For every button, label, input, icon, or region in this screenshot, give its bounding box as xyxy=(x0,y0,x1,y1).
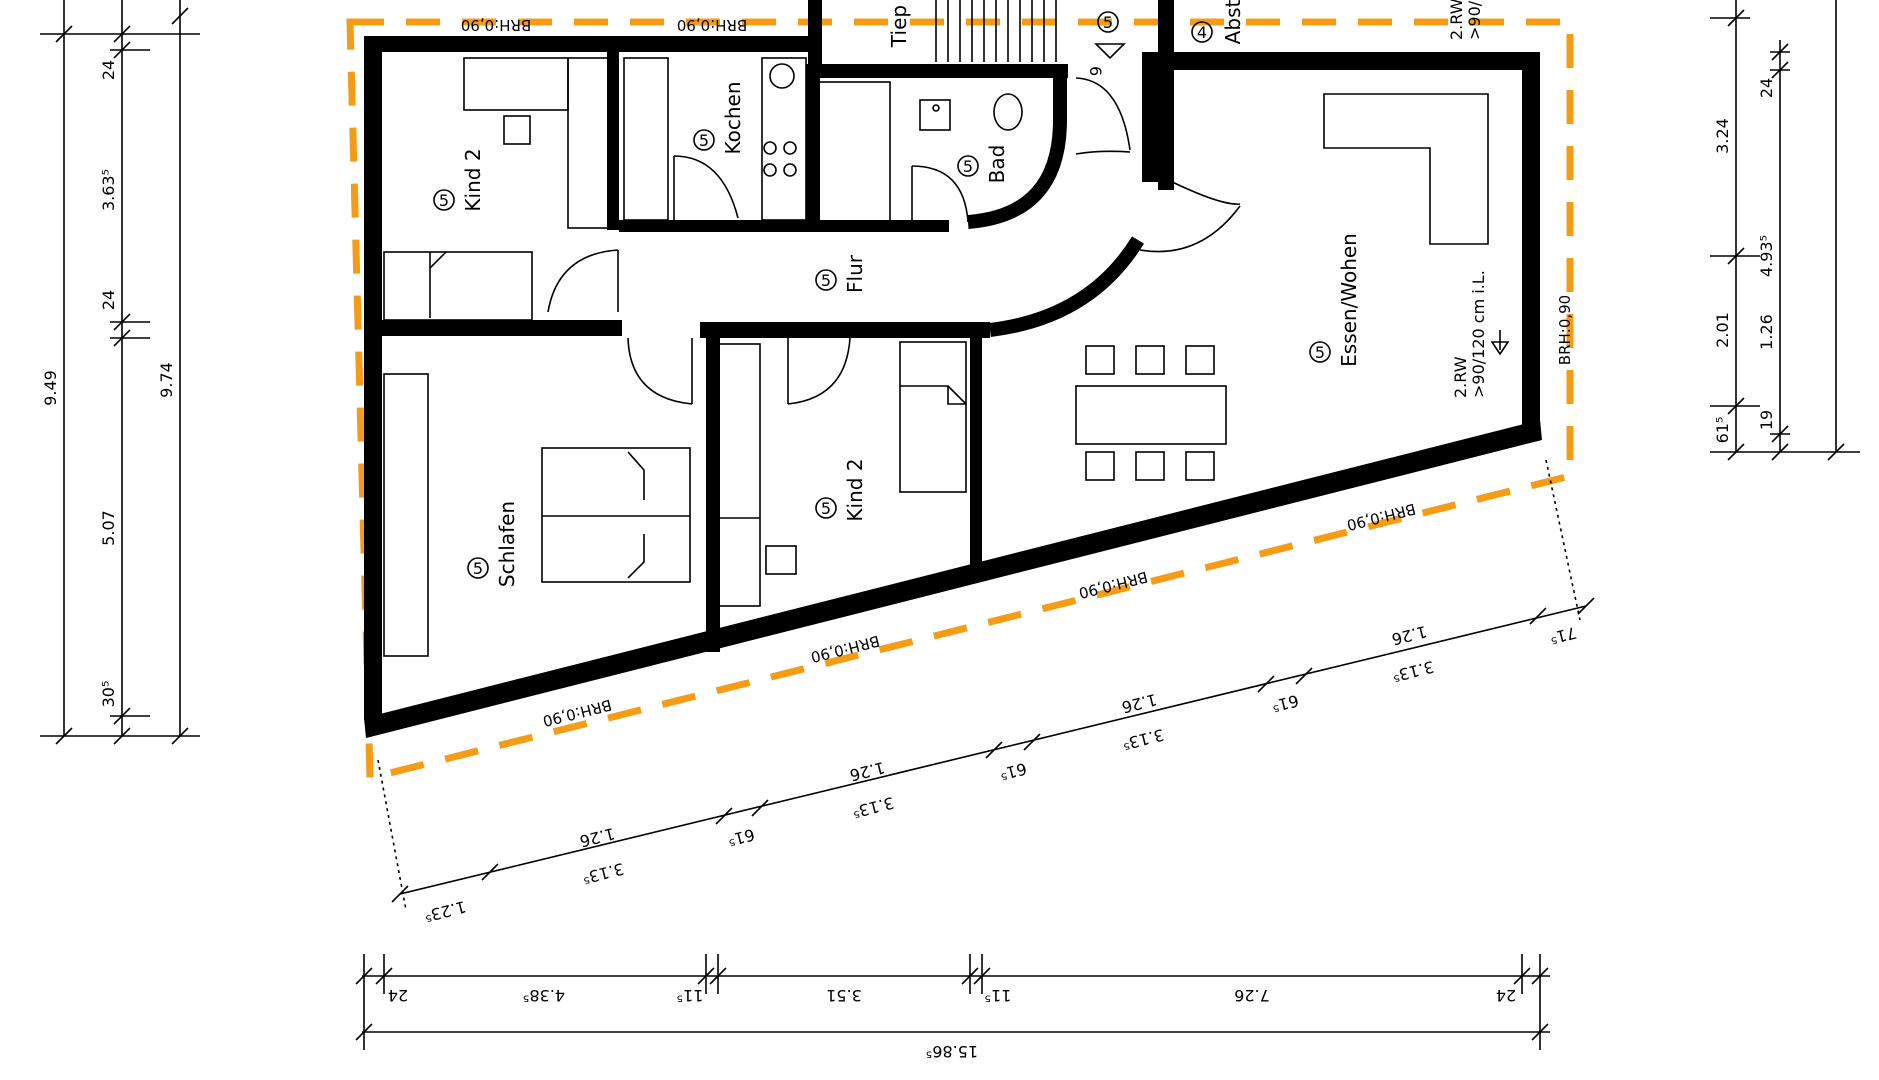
marker-stair: 5 xyxy=(1103,13,1113,32)
bath-curve-wall xyxy=(967,70,1067,229)
right-dim-4935: 4.93⁵ xyxy=(1757,235,1776,277)
right-dim-126: 1.26 xyxy=(1757,314,1776,350)
marker-abst: 4 xyxy=(1197,23,1207,42)
diag-dim-3135c: 3.13⁵ xyxy=(1121,725,1166,754)
window-label-bottom-4: BRH:0,90 xyxy=(1345,500,1418,535)
room-label-tiep: Tiep xyxy=(887,5,911,48)
right-dim-24: 24 xyxy=(1757,78,1776,98)
bottom-dim-115a: 11⁵ xyxy=(677,986,704,1005)
bottom-dim-24b: 24 xyxy=(1496,986,1516,1005)
right-dim-324: 3.24 xyxy=(1713,118,1732,154)
stairs xyxy=(935,0,1126,62)
diag-dim-126c: 1.26 xyxy=(1120,690,1159,717)
room-label-kochen: Kochen xyxy=(721,81,745,154)
rw-top-note-line2: >90/ xyxy=(1465,0,1484,40)
left-dimension-lines xyxy=(40,0,200,745)
right-dim-19: 19 xyxy=(1757,410,1776,430)
room-label-flur: Flur xyxy=(843,254,867,293)
left-dim-24b: 24 xyxy=(99,290,118,310)
marker-bad: 5 xyxy=(963,157,973,176)
bottom-dim-115b: 11⁵ xyxy=(985,986,1012,1005)
room-label-essen-wohen: Essen/Wohen xyxy=(1337,233,1361,367)
rw-note-line2: >90/120 cm i.L. xyxy=(1469,270,1488,398)
room-label-bad: Bad xyxy=(985,145,1009,184)
stair-mark: 6 xyxy=(1086,66,1105,76)
furniture xyxy=(383,57,1489,657)
right-dimension-lines xyxy=(1710,0,1860,461)
room-markers xyxy=(433,11,1331,579)
marker-essen: 5 xyxy=(1315,343,1325,362)
interior-walls xyxy=(382,0,1174,652)
diag-dim-3135b: 3.13⁵ xyxy=(851,793,896,822)
room-label-kind2-bottom: Kind 2 xyxy=(843,458,867,521)
site-boundary xyxy=(346,18,1574,783)
bottom-dimension-lines xyxy=(355,954,1550,1050)
diag-dim-126b: 1.26 xyxy=(848,758,887,785)
marker-kind2-bottom: 5 xyxy=(821,499,831,518)
diag-dim-3135d: 3.13⁵ xyxy=(1391,657,1436,686)
marker-flur: 5 xyxy=(821,271,831,290)
diag-dim-615b: 61⁵ xyxy=(998,759,1029,784)
diag-dim-615a: 61⁵ xyxy=(726,825,757,850)
rw-arrow-icon xyxy=(1490,330,1510,356)
diag-dim-1235: 1.23⁵ xyxy=(423,897,468,926)
marker-kind2-top: 5 xyxy=(439,191,449,210)
bottom-dim-726: 7.26 xyxy=(1234,986,1270,1005)
room-label-abst: Abst xyxy=(1221,0,1245,44)
left-dim-949: 9.49 xyxy=(41,370,60,406)
door-swings xyxy=(547,77,1241,405)
diag-dim-615c: 61⁵ xyxy=(1270,691,1301,716)
right-dim-201: 2.01 xyxy=(1713,312,1732,348)
bottom-dim-15865: 15.86⁵ xyxy=(926,1042,978,1061)
diag-dim-715: 71⁵ xyxy=(1548,623,1579,648)
corridor-curve-wall xyxy=(989,236,1144,337)
bottom-dim-4385: 4.38⁵ xyxy=(523,986,565,1005)
window-label-top-left: BRH:0,90 xyxy=(461,16,531,34)
room-label-schlafen: Schlafen xyxy=(495,501,519,587)
window-label-top-mid: BRH:0,90 xyxy=(677,16,747,34)
window-label-bottom-3: BRH:0,90 xyxy=(1077,568,1150,603)
bottom-dim-24a: 24 xyxy=(388,986,408,1005)
marker-kochen: 5 xyxy=(699,131,709,150)
left-dim-363: 3.63⁵ xyxy=(99,169,118,211)
left-dim-305: 30⁵ xyxy=(99,681,118,708)
windows xyxy=(434,39,1535,715)
rw-top-note-line1: 2.RW xyxy=(1447,0,1466,40)
left-dim-974: 9.74 xyxy=(157,362,176,398)
rw-note-line1: 2.RW xyxy=(1451,356,1470,398)
left-dim-24a: 24 xyxy=(99,60,118,80)
window-label-right: BRH:0,90 xyxy=(1556,295,1574,365)
room-label-kind2-top: Kind 2 xyxy=(461,148,485,211)
diag-dim-3135a: 3.13⁵ xyxy=(581,859,626,888)
bottom-dim-351: 3.51 xyxy=(826,986,862,1005)
marker-schlafen: 5 xyxy=(473,559,483,578)
diagonal-dimension-lines xyxy=(377,459,1595,911)
left-dim-507: 5.07 xyxy=(99,510,118,546)
diag-dim-126a: 1.26 xyxy=(578,824,617,851)
right-dim-615: 61⁵ xyxy=(1713,417,1732,444)
room-marker-numbers: 5 5 5 5 5 5 5 5 4 xyxy=(439,13,1325,578)
